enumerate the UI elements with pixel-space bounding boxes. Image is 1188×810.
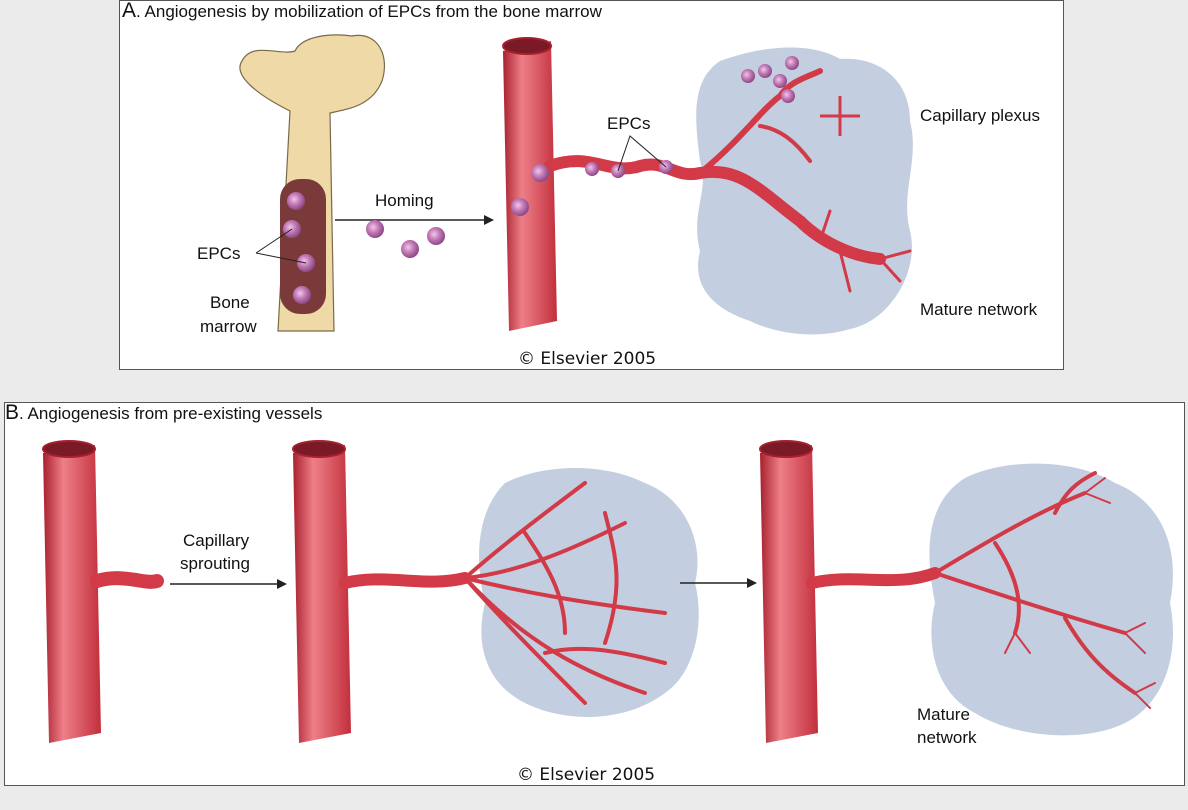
capillary-plexus-label: Capillary plexus [920, 106, 1040, 125]
mature-network-label: Mature network [920, 300, 1038, 319]
panel-a-illustration [239, 34, 913, 335]
sprouting-arrow [170, 579, 287, 589]
panel-a: A. Angiogenesis by mobilization of EPCs … [119, 0, 1064, 370]
epc-cell [287, 192, 305, 210]
panel-b-title: B. Angiogenesis from pre-existing vessel… [5, 401, 322, 425]
tissue-region [696, 47, 913, 335]
capillary-sprouts [463, 481, 667, 705]
epc-cell [785, 56, 799, 70]
epc-cell [293, 286, 311, 304]
epc-cell [531, 164, 549, 182]
epc-cell [773, 74, 787, 88]
epc-cell [511, 198, 529, 216]
femur-bone [239, 34, 386, 332]
epc-cell [401, 240, 419, 258]
copyright-b: © Elsevier 2005 [517, 765, 656, 785]
panel-a-title-text: . Angiogenesis by mobilization of EPCs f… [136, 2, 602, 21]
vessel-initial [42, 440, 164, 743]
bone-marrow-label-1: Bone [210, 293, 250, 312]
vessel-sprouting [292, 440, 471, 743]
epcs-label-bone: EPCs [197, 244, 241, 263]
homing-label: Homing [375, 191, 434, 210]
maturation-arrow [680, 578, 757, 588]
vessel-mature [759, 440, 941, 743]
panel-a-title: A. Angiogenesis by mobilization of EPCs … [122, 0, 602, 23]
epc-cell [585, 162, 599, 176]
panel-a-letter: A [122, 0, 137, 22]
panel-b-title-text: . Angiogenesis from pre-existing vessels [19, 404, 323, 423]
tissue-region [479, 468, 699, 717]
capillary-sprouting-label-2: sprouting [180, 554, 250, 573]
epc-cell [427, 227, 445, 245]
mature-label-1: Mature [917, 705, 970, 724]
bone-marrow-label-2: marrow [200, 317, 257, 336]
mature-branches [933, 471, 1137, 695]
bone-marrow-cavity [280, 179, 326, 314]
epcs-label-vessel: EPCs [607, 114, 651, 133]
epc-cell [366, 220, 384, 238]
main-vessel [502, 37, 557, 331]
panel-b-letter: B [5, 401, 20, 424]
epc-cell [758, 64, 772, 78]
mature-label-2: network [917, 728, 977, 747]
panel-b-illustration [42, 440, 1173, 743]
homing-arrow [335, 215, 494, 225]
panel-b: B. Angiogenesis from pre-existing vessel… [4, 401, 1185, 786]
tissue-region [929, 463, 1173, 736]
capillary-sprouting-label-1: Capillary [183, 531, 250, 550]
epc-cell [741, 69, 755, 83]
epc-cell [781, 89, 795, 103]
copyright-a: © Elsevier 2005 [518, 349, 657, 369]
